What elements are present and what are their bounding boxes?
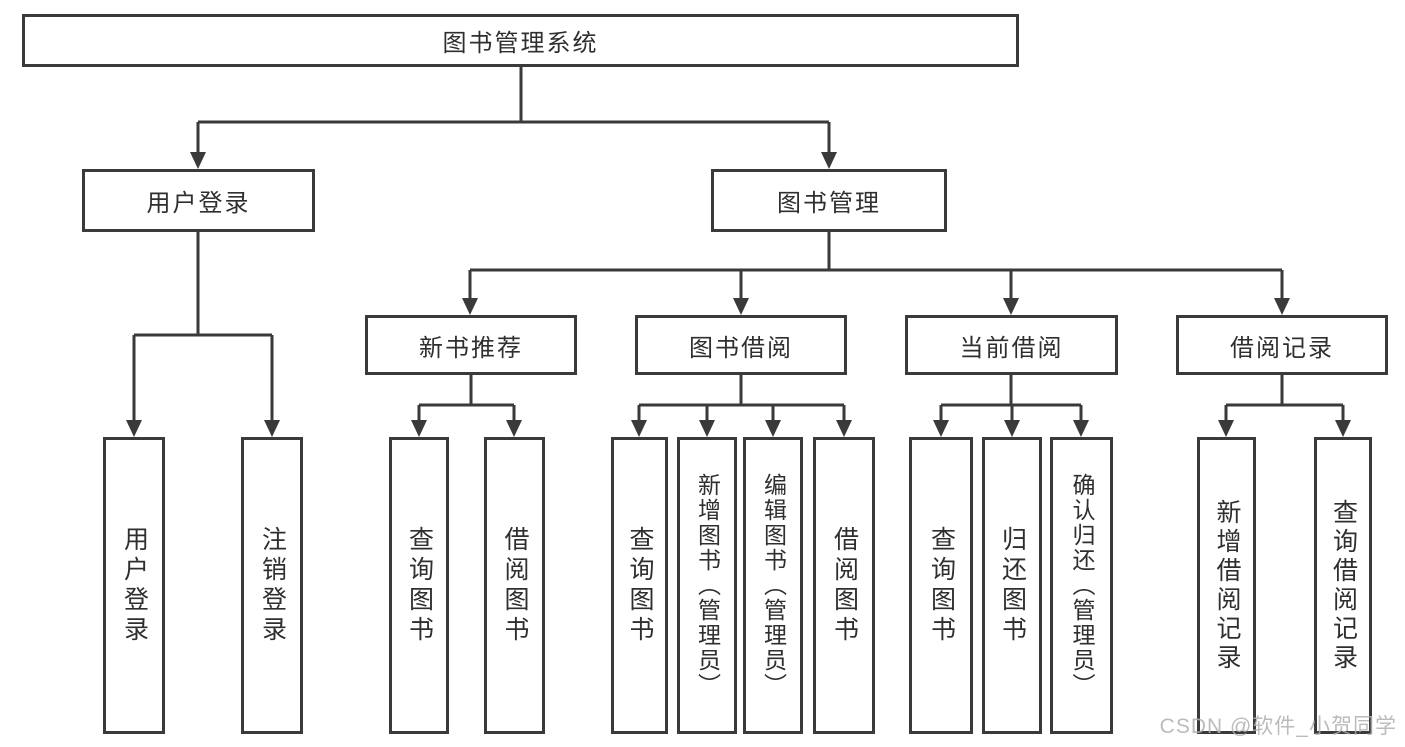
node-current-borrowing: 当前借阅 bbox=[905, 315, 1118, 375]
leaf-label: 注销登录 bbox=[258, 525, 287, 646]
leaf-label: 用户登录 bbox=[120, 525, 149, 646]
leaf-query-books-borrow: 查询图书 bbox=[611, 437, 668, 734]
leaf-borrow-books-borrow: 借阅图书 bbox=[813, 437, 875, 734]
leaf-logout-login: 注销登录 bbox=[241, 437, 303, 734]
node-new-book-recommendation: 新书推荐 bbox=[365, 315, 577, 375]
leaf-query-books-current: 查询图书 bbox=[909, 437, 973, 734]
leaf-user-login: 用户登录 bbox=[103, 437, 165, 734]
leaf-label: 查询借阅记录 bbox=[1329, 498, 1358, 673]
watermark-text: CSDN @软件_小贺同学 bbox=[1159, 715, 1397, 738]
node-label: 新书推荐 bbox=[419, 334, 523, 362]
node-user-login: 用户登录 bbox=[82, 169, 315, 232]
leaf-label: 借阅图书 bbox=[830, 525, 859, 646]
node-borrowing-records: 借阅记录 bbox=[1176, 315, 1388, 375]
node-label: 借阅记录 bbox=[1230, 334, 1334, 362]
leaf-label: 查询图书 bbox=[626, 525, 654, 646]
node-book-borrowing: 图书借阅 bbox=[635, 315, 847, 375]
leaf-label: 新增借阅记录 bbox=[1213, 498, 1241, 673]
leaf-query-books-recommend: 查询图书 bbox=[389, 437, 449, 734]
leaf-query-borrow-record: 查询借阅记录 bbox=[1314, 437, 1372, 734]
node-label: 当前借阅 bbox=[959, 334, 1064, 362]
leaf-borrow-books-recommend: 借阅图书 bbox=[484, 437, 545, 734]
leaf-label: 归还图书 bbox=[998, 525, 1027, 646]
leaf-label: 查询图书 bbox=[927, 525, 956, 646]
node-book-management: 图书管理 bbox=[711, 169, 947, 232]
leaf-label: 新增图书（管理员） bbox=[694, 473, 721, 698]
leaf-add-borrow-record: 新增借阅记录 bbox=[1197, 437, 1256, 734]
leaf-label: 借阅图书 bbox=[501, 525, 529, 646]
leaf-confirm-return-admin: 确认归还（管理员） bbox=[1050, 437, 1113, 734]
leaf-label: 查询图书 bbox=[405, 525, 434, 646]
leaf-edit-books-admin: 编辑图书（管理员） bbox=[743, 437, 803, 734]
leaf-label: 确认归还（管理员） bbox=[1069, 473, 1095, 698]
node-label: 图书借阅 bbox=[689, 334, 793, 362]
node-label: 图书管理系统 bbox=[442, 30, 599, 57]
leaf-return-books: 归还图书 bbox=[982, 437, 1042, 734]
node-label: 图书管理 bbox=[777, 190, 881, 217]
node-label: 用户登录 bbox=[146, 190, 251, 217]
node-library-management-system: 图书管理系统 bbox=[22, 14, 1019, 67]
leaf-label: 编辑图书（管理员） bbox=[760, 473, 787, 698]
leaf-add-books-admin: 新增图书（管理员） bbox=[677, 437, 737, 734]
